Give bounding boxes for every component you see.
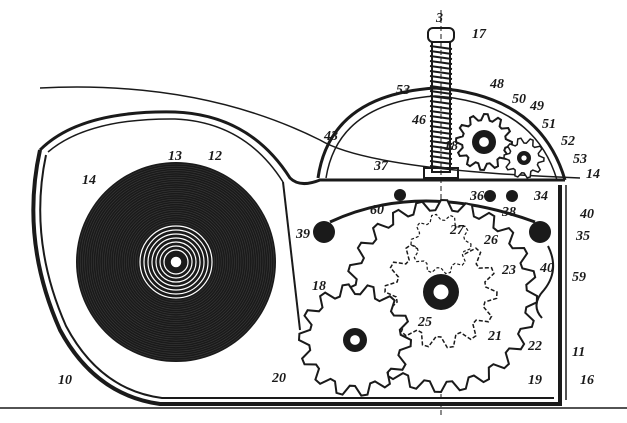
- label-26: 26: [483, 233, 498, 248]
- label-49: 49: [529, 99, 544, 114]
- label-34: 34: [533, 189, 548, 204]
- label-10: 10: [58, 373, 72, 388]
- roller-37: [394, 189, 406, 201]
- label-18b: 18: [312, 279, 326, 294]
- roller-36: [484, 190, 496, 202]
- label-18: 18: [444, 139, 458, 154]
- label-25: 25: [417, 315, 432, 330]
- label-20: 20: [271, 371, 286, 386]
- spring: [535, 245, 555, 319]
- label-39: 39: [295, 227, 310, 242]
- label-13: 13: [168, 149, 182, 164]
- label-19: 19: [528, 373, 542, 388]
- roller-40: [529, 221, 551, 243]
- label-43: 43: [323, 129, 338, 144]
- label-59: 59: [572, 270, 586, 285]
- label-12: 12: [208, 149, 222, 164]
- label-14b: 14: [586, 167, 600, 182]
- label-36: 36: [469, 189, 484, 204]
- label-17: 17: [472, 27, 487, 42]
- feed-rollers: [313, 189, 551, 243]
- label-46: 46: [411, 113, 426, 128]
- label-11: 11: [572, 345, 585, 360]
- label-50: 50: [512, 92, 526, 107]
- upper-gear-50: [454, 112, 514, 172]
- label-51: 51: [542, 117, 556, 132]
- label-14: 14: [82, 173, 96, 188]
- label-52: 52: [561, 134, 575, 149]
- housing: [0, 86, 627, 409]
- label-23: 23: [501, 263, 516, 278]
- label-22: 22: [527, 339, 542, 354]
- label-40b: 40: [539, 261, 554, 276]
- roller-38: [506, 190, 518, 202]
- label-53b: 53: [573, 152, 587, 167]
- label-3: 3: [435, 11, 443, 26]
- upper-gear-52: [503, 137, 545, 179]
- lower-gear-18: [297, 283, 413, 397]
- label-21: 21: [487, 329, 502, 344]
- label-38: 38: [501, 205, 516, 220]
- small-gear-27: [410, 213, 472, 275]
- label-27: 27: [449, 223, 465, 238]
- label-48: 48: [489, 77, 504, 92]
- gear-train: [297, 112, 545, 397]
- label-53: 53: [396, 83, 410, 98]
- label-60: 60: [370, 203, 384, 218]
- paper-roll: [76, 162, 276, 362]
- roller-39: [313, 221, 335, 243]
- label-40: 40: [579, 207, 594, 222]
- label-16: 16: [580, 373, 594, 388]
- label-37: 37: [373, 159, 389, 174]
- label-35: 35: [575, 229, 590, 244]
- reference-labels: 3 17 53 48 50 49 51 52 53 13 12 43 46 18…: [58, 11, 600, 388]
